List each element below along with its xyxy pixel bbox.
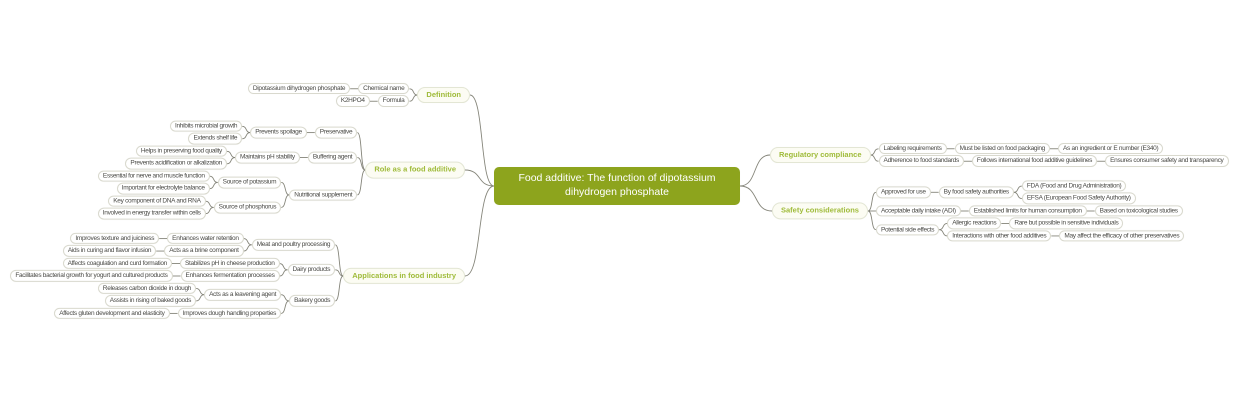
node-preservative[interactable]: Preservative — [314, 126, 358, 139]
node-co2-dough[interactable]: Releases carbon dioxide in dough — [97, 282, 197, 295]
node-rare-sensitive[interactable]: Rare but possible in sensitive individua… — [1009, 217, 1124, 230]
node-interactions-additives[interactable]: Interactions with other food additives — [947, 230, 1052, 242]
node-chemical-name[interactable]: Chemical name — [358, 83, 410, 95]
node-gluten-elasticity[interactable]: Affects gluten development and elasticit… — [54, 307, 170, 320]
node-inhibits-microbial-growth[interactable]: Inhibits microbial growth — [169, 120, 243, 133]
node-curing-flavor[interactable]: Aids in curing and flavor infusion — [62, 245, 157, 257]
node-nutritional-supplement[interactable]: Nutritional supplement — [289, 189, 358, 201]
node-prevents-spoilage[interactable]: Prevents spoilage — [250, 126, 307, 139]
node-established-limits[interactable]: Established limits for human consumption — [968, 205, 1087, 217]
node-allergic-reactions[interactable]: Allergic reactions — [947, 217, 1002, 230]
node-brine-component[interactable]: Acts as a brine component — [164, 245, 244, 257]
node-regulatory[interactable]: Regulatory compliance — [770, 146, 871, 164]
node-listed-on-packaging[interactable]: Must be listed on food packaging — [954, 143, 1050, 155]
node-meat-poultry[interactable]: Meat and poultry processing — [251, 239, 336, 251]
node-dna-rna[interactable]: Key component of DNA and RNA — [108, 195, 206, 207]
node-food-standards[interactable]: Adherence to food standards — [878, 155, 964, 167]
node-e-number[interactable]: As an ingredient or E number (E340) — [1058, 143, 1164, 155]
node-buffering-agent[interactable]: Buffering agent — [307, 151, 358, 164]
node-efsa[interactable]: EFSA (European Food Safety Authority) — [1021, 192, 1136, 205]
central-node[interactable]: Food additive: The function of dipotassi… — [494, 167, 740, 205]
node-maintains-ph[interactable]: Maintains pH stability — [235, 151, 300, 164]
node-leavening-agent[interactable]: Acts as a leavening agent — [204, 288, 282, 301]
node-water-retention[interactable]: Enhances water retention — [167, 232, 244, 245]
node-side-effects[interactable]: Potential side effects — [875, 223, 940, 236]
node-definition[interactable]: Definition — [417, 86, 470, 104]
node-toxicological-studies[interactable]: Based on toxicological studies — [1094, 205, 1183, 217]
node-adi[interactable]: Acceptable daily intake (ADI) — [875, 205, 961, 217]
node-bakery-goods[interactable]: Bakery goods — [289, 295, 336, 307]
node-rising-baked-goods[interactable]: Assists in rising of baked goods — [104, 295, 197, 307]
node-formula-value[interactable]: K2HPO4 — [335, 95, 370, 107]
node-texture-juiciness[interactable]: Improves texture and juiciness — [70, 232, 160, 245]
node-extends-shelf-life[interactable]: Extends shelf life — [188, 133, 243, 145]
node-fda[interactable]: FDA (Food and Drug Administration) — [1021, 180, 1127, 192]
node-dairy-products[interactable]: Dairy products — [287, 264, 336, 276]
branch-safety: Safety considerations Approved for use B… — [772, 180, 1185, 242]
node-prevents-acidification[interactable]: Prevents acidification or alkalization — [125, 158, 227, 170]
node-formula[interactable]: Formula — [377, 95, 410, 107]
node-safety-authorities[interactable]: By food safety authorities — [938, 186, 1014, 199]
branch-applications: Applications in food industry Meat and p… — [10, 232, 465, 320]
node-nerve-muscle[interactable]: Essential for nerve and muscle function — [97, 170, 210, 182]
node-electrolyte[interactable]: Important for electrolyte balance — [116, 182, 210, 195]
node-labeling-requirements[interactable]: Labeling requirements — [878, 143, 947, 155]
node-coagulation-curd[interactable]: Affects coagulation and curd formation — [62, 257, 172, 270]
branch-definition: Definition Chemical name Dipotassium dih… — [247, 83, 470, 107]
node-approved-for-use[interactable]: Approved for use — [875, 186, 931, 199]
node-safety[interactable]: Safety considerations — [772, 202, 868, 220]
node-efficacy-preservatives[interactable]: May affect the efficacy of other preserv… — [1059, 230, 1185, 242]
branch-role: Role as a food additive Preservative Pre… — [97, 120, 465, 220]
node-applications[interactable]: Applications in food industry — [343, 267, 465, 285]
node-source-of-potassium[interactable]: Source of potassium — [217, 176, 282, 189]
node-energy-transfer[interactable]: Involved in energy transfer within cells — [97, 207, 206, 220]
node-chemical-name-value[interactable]: Dipotassium dihydrogen phosphate — [247, 83, 351, 95]
node-preserving-quality[interactable]: Helps in preserving food quality — [135, 145, 227, 158]
node-cheese-ph[interactable]: Stabilizes pH in cheese production — [180, 257, 280, 270]
node-dough-handling[interactable]: Improves dough handling properties — [177, 307, 282, 320]
node-source-of-phosphorus[interactable]: Source of phosphorus — [213, 201, 282, 214]
node-role[interactable]: Role as a food additive — [365, 161, 465, 179]
branch-regulatory: Regulatory compliance Labeling requireme… — [770, 143, 1229, 167]
node-international-guidelines[interactable]: Follows international food additive guid… — [971, 155, 1098, 167]
node-bacterial-growth[interactable]: Facilitates bacterial growth for yogurt … — [10, 270, 173, 282]
node-fermentation[interactable]: Enhances fermentation processes — [180, 270, 280, 282]
node-consumer-safety[interactable]: Ensures consumer safety and transparency — [1105, 155, 1229, 167]
